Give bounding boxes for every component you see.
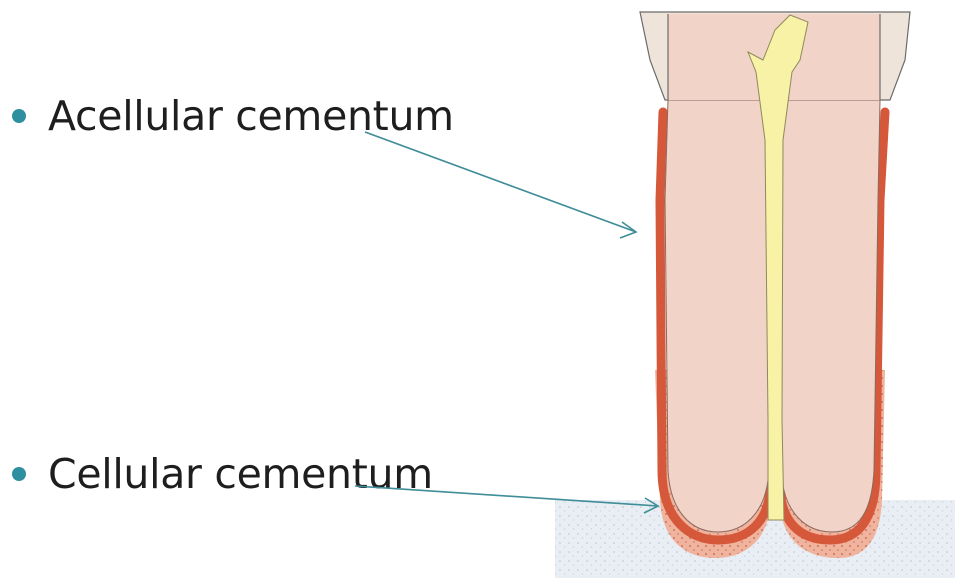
acellular-pointer-arrow [365,132,636,238]
